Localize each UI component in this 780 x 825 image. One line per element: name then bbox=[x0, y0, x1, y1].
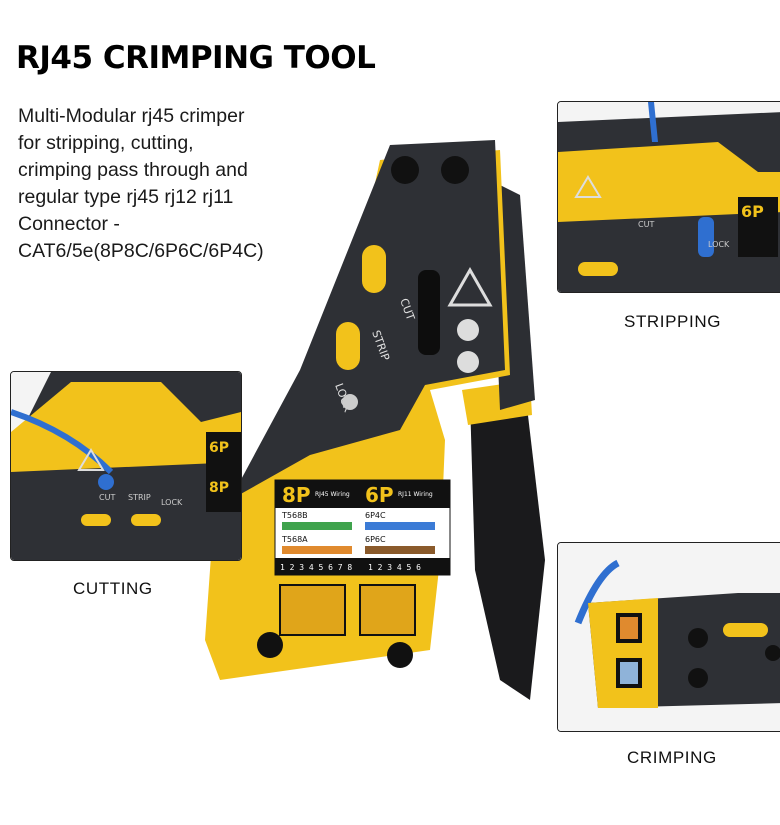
t568a-label: T568A bbox=[281, 535, 308, 544]
die-8p bbox=[279, 584, 346, 636]
crimper-tool-image: CUT STRIP LOCK 8P RJ45 Wiring 6P RJ11 Wi… bbox=[205, 140, 545, 700]
description-line: for stripping, cutting, bbox=[18, 132, 194, 154]
rivet bbox=[391, 156, 419, 184]
wiring-chart-header bbox=[275, 480, 450, 508]
strip-slot bbox=[336, 322, 360, 370]
cut-panel-lock-label: LOCK bbox=[161, 498, 183, 507]
lock-button bbox=[342, 394, 358, 410]
port-6p-label: 6P bbox=[365, 483, 394, 507]
pin-row bbox=[275, 558, 450, 575]
rj11-wiring-label: RJ11 Wiring bbox=[398, 491, 433, 498]
cut-panel-6p-label: 6P bbox=[209, 440, 229, 456]
warning-triangle-icon bbox=[447, 266, 493, 307]
cut-panel-strip-label: STRIP bbox=[128, 493, 151, 502]
pins-8-label: 1 2 3 4 5 6 7 8 bbox=[280, 563, 352, 572]
description-line: regular type rj45 rj12 rj11 bbox=[18, 186, 234, 208]
rivet bbox=[257, 632, 283, 658]
crimping-detail-image bbox=[558, 543, 780, 731]
strip-panel-lock-label: LOCK bbox=[708, 240, 730, 249]
stripping-detail-image: CUT LOCK 6P bbox=[558, 102, 780, 292]
stripping-caption: STRIPPING bbox=[624, 312, 722, 331]
6p4c-label: 6P4C bbox=[365, 511, 386, 520]
6p6c-label: 6P6C bbox=[365, 535, 386, 544]
rj45-wiring-label: RJ45 Wiring bbox=[315, 491, 350, 498]
strip-panel-cut-label: CUT bbox=[638, 220, 654, 229]
description-line: Multi-Modular rj45 crimper bbox=[18, 105, 245, 127]
crimp-symbol-icon bbox=[457, 351, 479, 373]
cutting-detail-image: CUT STRIP LOCK 6P 8P bbox=[11, 372, 241, 560]
rivet bbox=[387, 642, 413, 668]
description-line: CAT6/5e(8P8C/6P6C/6P4C) bbox=[18, 240, 264, 262]
handle-grip bbox=[470, 390, 545, 700]
blade-window bbox=[418, 270, 440, 355]
die-6p bbox=[359, 584, 416, 636]
rivet bbox=[441, 156, 469, 184]
cut-slot bbox=[362, 245, 386, 293]
stripper-symbol-icon bbox=[457, 319, 479, 341]
cut-panel-cut-label: CUT bbox=[99, 493, 115, 502]
wire-color-strips bbox=[282, 522, 435, 554]
description-line: crimping pass through and bbox=[18, 159, 248, 181]
pins-6-label: 1 2 3 4 5 6 bbox=[368, 563, 421, 572]
main-tool-illustration: CUT STRIP LOCK 8P RJ45 Wiring 6P RJ11 Wi… bbox=[200, 140, 560, 784]
stripping-detail-panel: CUT LOCK 6P bbox=[557, 101, 780, 293]
product-description: Multi-Modular rj45 crimper for stripping… bbox=[18, 103, 308, 265]
crimping-caption: CRIMPING bbox=[627, 748, 717, 767]
cutting-caption: CUTTING bbox=[73, 579, 153, 598]
port-8p-label: 8P bbox=[282, 483, 311, 507]
t568b-label: T568B bbox=[281, 511, 308, 520]
cut-panel-8p-label: 8P bbox=[209, 480, 229, 496]
crimping-detail-panel bbox=[557, 542, 780, 732]
cutting-detail-panel: CUT STRIP LOCK 6P 8P bbox=[10, 371, 242, 561]
tool-top-plate bbox=[230, 140, 505, 500]
strip-panel-6p-label: 6P bbox=[741, 202, 764, 221]
page-title: RJ45 CRIMPING TOOL bbox=[16, 40, 376, 76]
description-line: Connector - bbox=[18, 213, 120, 235]
